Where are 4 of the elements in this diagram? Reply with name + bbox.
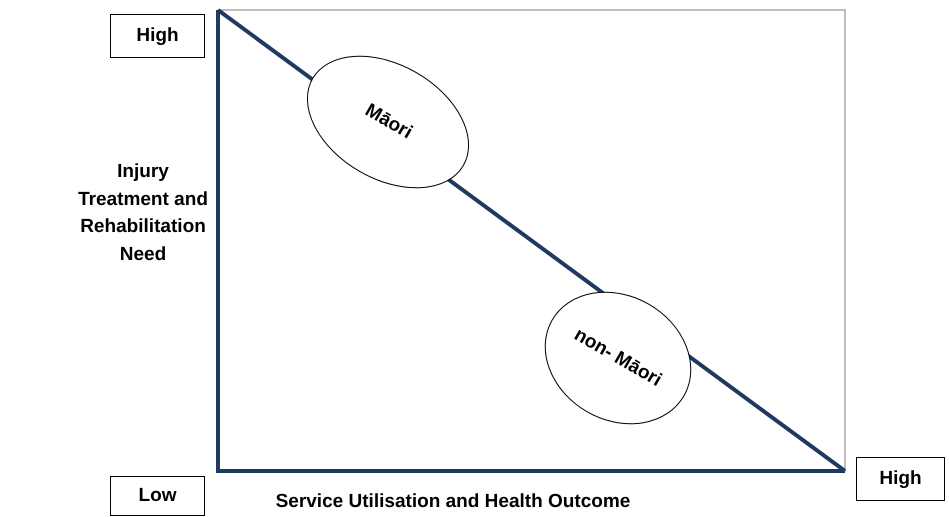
- y-axis-title: Injury Treatment and Rehabilitation Need: [77, 160, 209, 267]
- axis-level-box: Low: [110, 476, 205, 516]
- axis-level-box: High: [110, 14, 205, 58]
- axis-level-box: High: [856, 457, 945, 501]
